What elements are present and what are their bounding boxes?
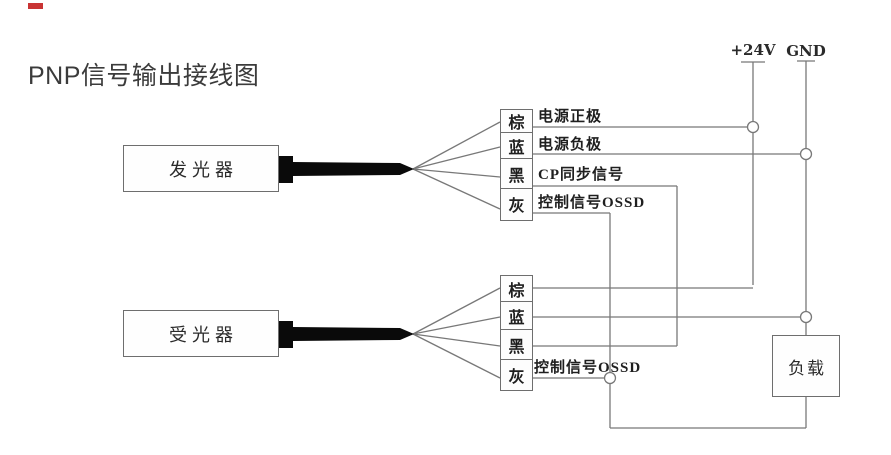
- junction-power-negative: [799, 147, 813, 161]
- signal-label-ossd-receiver: 控制信号OSSD: [534, 360, 642, 376]
- emitter-fanout-lines: [412, 121, 501, 210]
- emitter-wire-black-cell: 黑: [500, 158, 533, 189]
- receiver-wire-gray-cell: 灰: [500, 358, 533, 391]
- power-terminal-label: +24V: [730, 41, 776, 59]
- junction-power-positive: [746, 120, 760, 134]
- receiver-wire-brown-cell: 棕: [500, 275, 533, 302]
- page-title: PNP信号输出接线图: [28, 62, 260, 90]
- emitter-label: 发光器: [169, 159, 238, 180]
- receiver-wire-blue-cell: 蓝: [500, 300, 533, 331]
- signal-label-cp-sync: CP同步信号: [538, 167, 624, 183]
- junction-ossd-common: [603, 371, 617, 385]
- signal-label-power-negative: 电源负极: [538, 137, 603, 153]
- signal-label-ossd-emitter: 控制信号OSSD: [538, 195, 646, 211]
- receiver-fanout-lines: [412, 287, 501, 379]
- emitter-wire-code-column: 棕 蓝 黑 灰: [500, 109, 533, 221]
- receiver-box: 受光器: [123, 310, 279, 357]
- red-corner-marker: [28, 3, 43, 9]
- signal-label-power-positive: 电源正极: [538, 109, 603, 125]
- emitter-ossd-wire: [533, 212, 611, 428]
- emitter-wire-gray-cell: 灰: [500, 187, 533, 221]
- emitter-cable: [279, 156, 414, 183]
- emitter-box: 发光器: [123, 145, 279, 192]
- load-box: 负载: [772, 335, 840, 397]
- receiver-wire-code-column: 棕 蓝 黑 灰: [500, 275, 533, 391]
- receiver-wire-black-cell: 黑: [500, 329, 533, 360]
- load-label: 负载: [788, 358, 826, 378]
- receiver-label: 受光器: [169, 324, 238, 345]
- emitter-wire-blue-cell: 蓝: [500, 131, 533, 160]
- ground-terminal-label: GND: [786, 42, 826, 60]
- emitter-cp-sync-wire: [533, 185, 678, 346]
- receiver-cable: [279, 321, 414, 348]
- emitter-wire-brown-cell: 棕: [500, 109, 533, 133]
- junction-receiver-blue-gnd: [799, 310, 813, 324]
- load-return-wire: [610, 397, 807, 429]
